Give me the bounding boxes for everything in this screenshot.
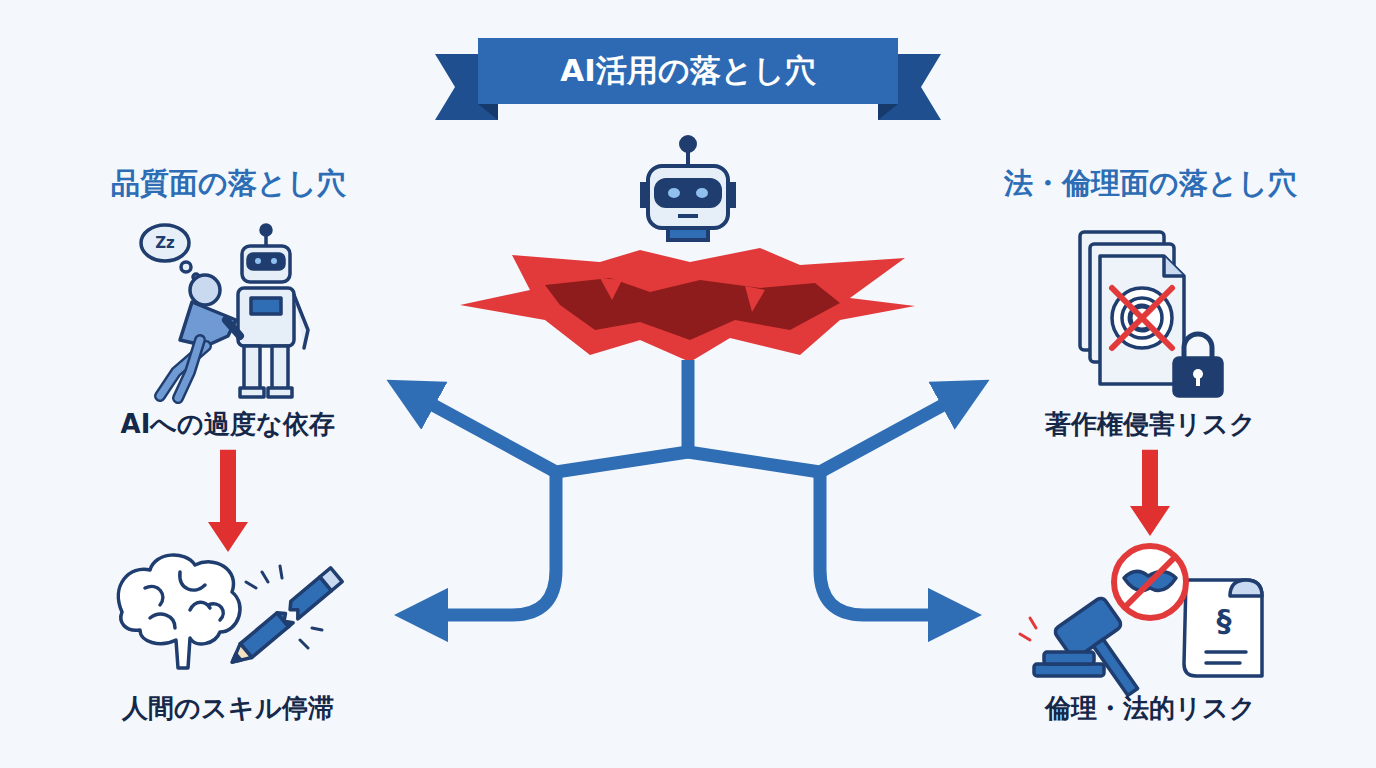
crack-hole (460, 248, 915, 362)
copyright-icon (1080, 232, 1222, 396)
flow-arrow (208, 450, 248, 552)
section-symbol: § (1217, 603, 1232, 638)
skill-icon (118, 555, 342, 669)
item-label: 倫理・法的リスク (1030, 692, 1270, 726)
title-ribbon (435, 38, 941, 120)
legal-icon (1020, 546, 1262, 709)
section-heading: 法・倫理面の落とし穴 (1004, 164, 1297, 204)
icon-item: 倫理・法的リスク (1030, 540, 1270, 726)
icon-item: 人間のスキル停滞 (108, 556, 348, 726)
flow-arrow (1130, 450, 1170, 536)
item-label: AIへの過度な依存 (108, 408, 348, 442)
icon-item: 著作権侵害リスク (1030, 222, 1270, 442)
sleep-mark: Zz (155, 234, 175, 252)
item-label: 著作権侵害リスク (1030, 408, 1270, 442)
icon-item: AIへの過度な依存 (108, 222, 348, 442)
section-heading: 品質面の落とし穴 (111, 164, 346, 204)
dependence-icon (141, 225, 308, 398)
item-label: 人間のスキル停滞 (108, 692, 348, 726)
branch-arrows (420, 360, 956, 615)
title-text: AI活用の落とし穴 (560, 50, 816, 92)
robot-icon (642, 137, 734, 240)
